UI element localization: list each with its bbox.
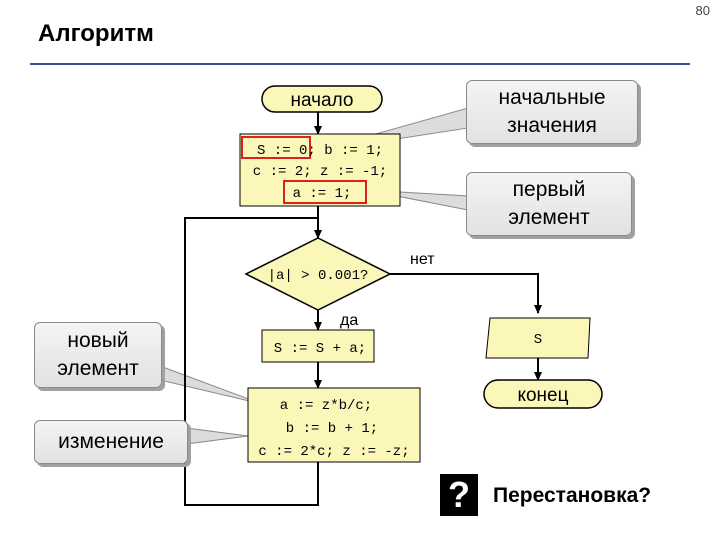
- callout-new-element: новый элемент: [34, 322, 162, 388]
- start-terminator: [261, 85, 383, 113]
- slide-title: Алгоритм: [38, 20, 154, 47]
- init-line-1: S := 0; b := 1;: [257, 143, 383, 159]
- question-text: Перестановка?: [493, 484, 652, 507]
- condition-diamond: [244, 237, 392, 311]
- highlight-s-zero: [241, 136, 311, 159]
- init-block: [239, 133, 401, 207]
- callout-initial-values: начальные значения: [466, 80, 638, 144]
- output-label: S: [534, 332, 542, 348]
- init-line-3: a := 1;: [293, 186, 352, 202]
- condition-label: |a| > 0.001?: [268, 268, 369, 284]
- update-line-3: c := 2*c; z := -z;: [258, 444, 409, 460]
- title-underline: [30, 63, 690, 65]
- callout-pointer-change: [185, 427, 249, 445]
- yes-label: да: [340, 312, 358, 329]
- callout-first-element: первый элемент: [466, 172, 632, 236]
- update-block: [247, 387, 421, 463]
- sum-label: S := S + a;: [274, 341, 366, 357]
- flow-loop-back: [184, 217, 319, 506]
- highlight-a-one: [283, 180, 367, 204]
- flow-arrow-no-branch: [390, 273, 542, 314]
- sum-block: [261, 329, 375, 363]
- output-block: [485, 317, 591, 359]
- no-label: нет: [410, 251, 435, 268]
- page-number: 80: [695, 3, 710, 18]
- start-label: начало: [291, 90, 354, 111]
- update-line-2: b := b + 1;: [286, 421, 378, 437]
- callout-pointer-new-element: [159, 365, 263, 405]
- callout-change: изменение: [34, 420, 188, 464]
- question-icon: ?: [440, 474, 478, 516]
- end-terminator: [483, 379, 603, 409]
- update-line-1: a := z*b/c;: [280, 398, 372, 414]
- end-label: конец: [517, 385, 568, 406]
- init-line-2: c := 2; z := -1;: [253, 164, 387, 180]
